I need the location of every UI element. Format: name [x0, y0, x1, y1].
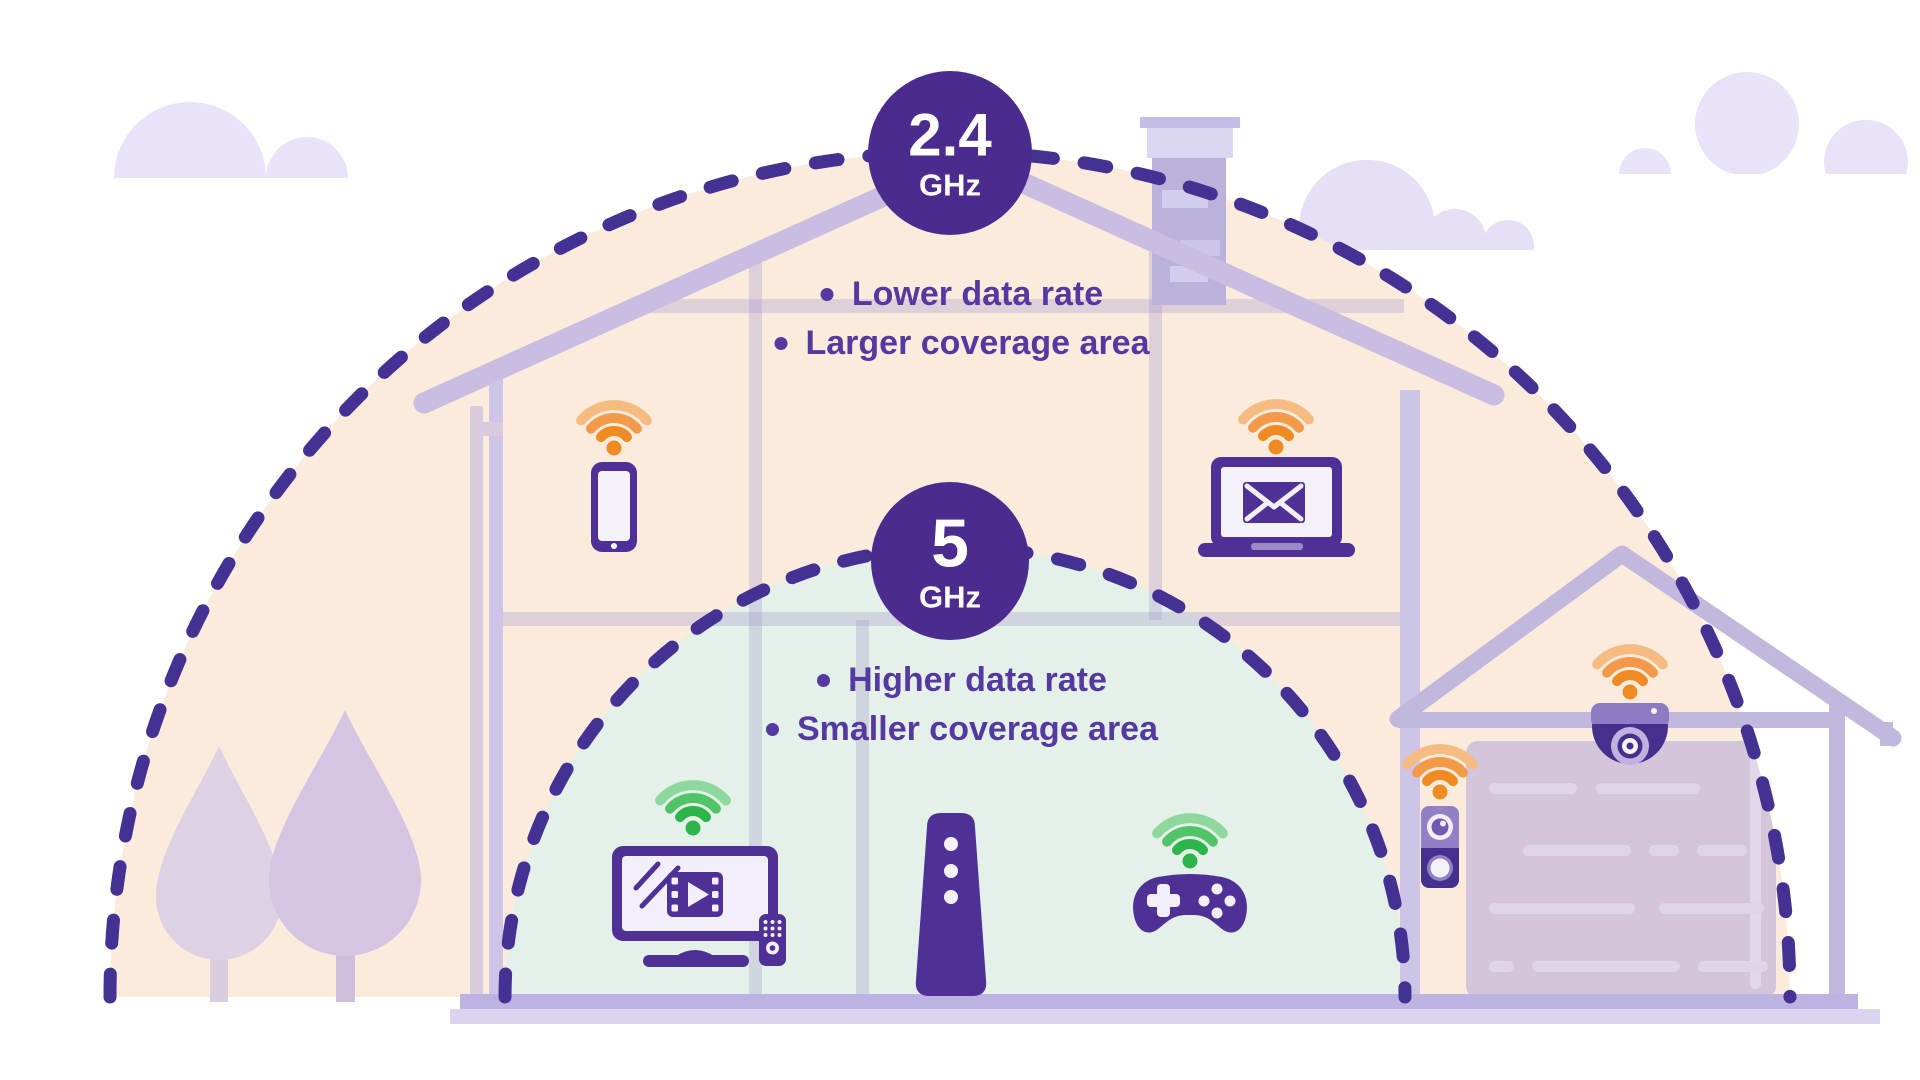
cloud-left — [114, 102, 348, 178]
wall-framing — [503, 245, 1404, 994]
garage-door-panel-lines — [1489, 783, 1768, 972]
cloud-mid-right — [1299, 159, 1535, 250]
house-walls — [470, 371, 1420, 997]
video-doorbell-icon — [1421, 806, 1459, 888]
remote-control-icon — [759, 914, 786, 966]
tree-small — [156, 746, 282, 1002]
game-controller-icon — [1133, 874, 1247, 933]
garage-roof — [1389, 545, 1902, 747]
badge-circle-5ghz — [871, 482, 1029, 640]
tree-large — [269, 710, 421, 1002]
porch-post — [1829, 699, 1845, 995]
smart-tv-icon — [612, 846, 778, 967]
wifi-router-icon — [915, 813, 987, 996]
cloud-top-right — [1619, 72, 1908, 174]
garage — [1389, 545, 1902, 997]
laptop-email-icon — [1198, 457, 1355, 557]
floor — [450, 994, 1880, 1024]
garage-door — [1466, 741, 1776, 997]
badge-circle-2-4ghz — [868, 71, 1032, 235]
smartphone-icon — [591, 462, 637, 552]
security-camera-icon — [1591, 703, 1669, 765]
